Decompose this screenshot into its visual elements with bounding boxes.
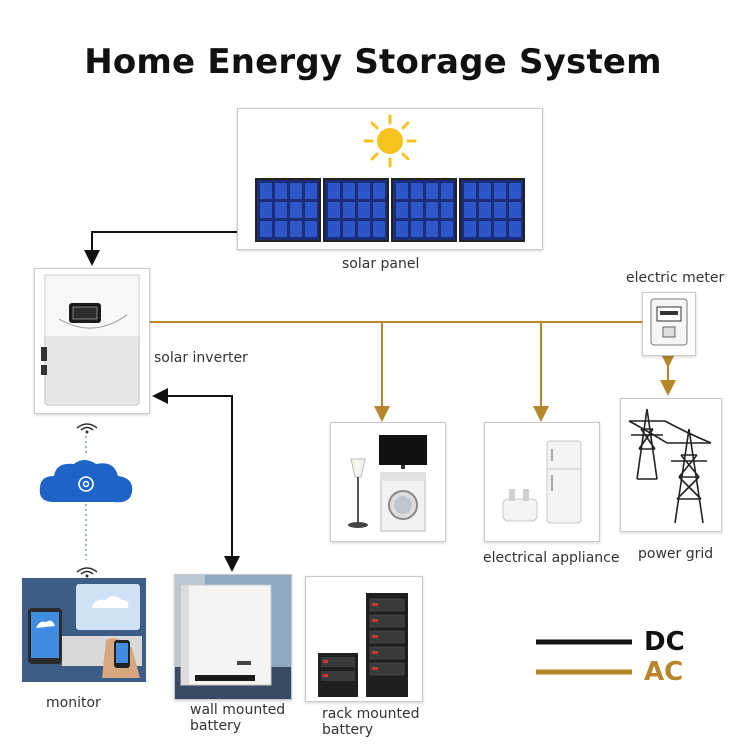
cloud-icon bbox=[39, 460, 133, 503]
monitor-box bbox=[22, 578, 146, 682]
dc-line-inverter-to-battery bbox=[152, 388, 240, 572]
wall-battery-label-line2: battery bbox=[190, 718, 242, 734]
wall-battery-label-line1: wall mounted bbox=[190, 702, 286, 718]
home-appliances-box bbox=[330, 422, 446, 542]
solar-inverter-box bbox=[34, 268, 150, 414]
legend-ac-label: AC bbox=[644, 657, 684, 687]
pv-module-3 bbox=[391, 178, 457, 242]
wifi-icon bbox=[76, 423, 98, 434]
power-grid-illustration bbox=[628, 408, 712, 524]
lamp-icon bbox=[348, 458, 368, 528]
legend-lines bbox=[536, 639, 632, 675]
electrical-appliance-label: electrical appliance bbox=[483, 550, 620, 566]
rack-battery-illustration bbox=[306, 577, 422, 701]
home-appliances-illustration bbox=[348, 435, 427, 532]
wifi-icon-monitor bbox=[76, 567, 98, 578]
page-title: Home Energy Storage System bbox=[84, 42, 662, 82]
electrical-appliance-box bbox=[484, 422, 600, 542]
solar-panel-box bbox=[237, 108, 543, 250]
washing-machine-icon bbox=[380, 472, 426, 532]
power-grid-label: power grid bbox=[638, 546, 714, 562]
at-icon bbox=[78, 476, 94, 492]
toaster-icon bbox=[502, 489, 538, 522]
solar-panel-illustration bbox=[255, 114, 525, 242]
refrigerator-icon bbox=[546, 440, 582, 524]
rack-battery-label-line2: battery bbox=[322, 722, 374, 738]
electric-meter-label: electric meter bbox=[626, 270, 725, 286]
electric-meter-illustration bbox=[650, 298, 688, 346]
transmission-tower-icon bbox=[628, 408, 712, 524]
solar-panel-label: solar panel bbox=[342, 256, 420, 272]
sun-icon bbox=[363, 114, 417, 168]
electrical-appliance-illustration bbox=[502, 440, 582, 524]
solar-inverter-illustration bbox=[41, 274, 140, 406]
dc-line-panel-to-inverter bbox=[84, 231, 237, 266]
pv-module-4 bbox=[459, 178, 525, 242]
wall-battery-illustration bbox=[175, 575, 291, 699]
tv-icon bbox=[379, 435, 427, 469]
pv-module-2 bbox=[323, 178, 389, 242]
rack-battery-box bbox=[305, 576, 423, 702]
monitor-label: monitor bbox=[46, 695, 101, 711]
solar-inverter-label: solar inverter bbox=[154, 350, 248, 366]
wall-battery-box bbox=[174, 574, 292, 700]
electric-meter-box bbox=[642, 292, 696, 356]
rack-battery-label-line1: rack mounted bbox=[322, 706, 420, 722]
monitor-illustration bbox=[22, 578, 146, 682]
legend-dc-label: DC bbox=[644, 627, 685, 657]
power-grid-box bbox=[620, 398, 722, 532]
pv-module-1 bbox=[255, 178, 321, 242]
